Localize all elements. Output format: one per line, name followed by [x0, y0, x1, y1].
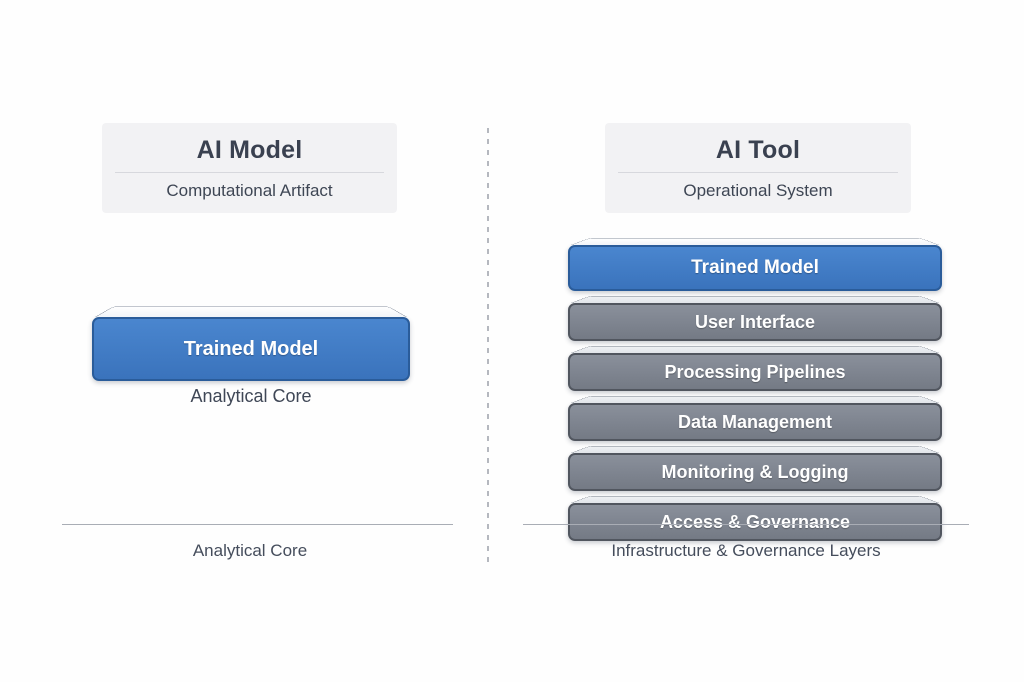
slab-top-face [571, 395, 939, 403]
ai-model-header-card: AI Model Computational Artifact [102, 123, 397, 213]
layer-processing-pipelines: Processing Pipelines [568, 342, 942, 391]
layer-trained-model: Trained Model [568, 234, 942, 291]
analytical-core-caption: Analytical Core [190, 386, 312, 406]
header-divider [115, 171, 384, 173]
left-footer-rule [62, 524, 453, 525]
slab-top-face [571, 445, 939, 453]
slab-top-face [571, 345, 939, 353]
layer-label: Data Management [568, 403, 942, 441]
ai-tool-layer-stack: Trained Model User Interface Processing … [568, 234, 942, 542]
ai-model-subtitle: Computational Artifact [166, 180, 333, 200]
ai-tool-title: AI Tool [715, 135, 801, 164]
layer-access-governance: Access & Governance [568, 492, 942, 541]
layer-label: Processing Pipelines [568, 353, 942, 391]
layer-data-management: Data Management [568, 392, 942, 441]
layer-user-interface: User Interface [568, 292, 942, 341]
vertical-dashed-divider [487, 128, 489, 566]
left-footer-label: Analytical Core [192, 541, 308, 560]
right-footer-label: Infrastructure & Governance Layers [611, 541, 881, 560]
layer-label: Trained Model [568, 245, 942, 291]
slab-top-face [571, 295, 939, 303]
layer-monitoring-logging: Monitoring & Logging [568, 442, 942, 491]
slab-top-face [95, 306, 407, 317]
slab-top-face [571, 495, 939, 503]
layer-label: Access & Governance [568, 503, 942, 541]
trained-model-slab-left: Trained Model [92, 300, 410, 381]
ai-model-title: AI Model [196, 135, 303, 164]
layer-label: User Interface [568, 303, 942, 341]
ai-tool-subtitle: Operational System [683, 180, 833, 200]
trained-model-face: Trained Model [92, 317, 410, 381]
right-footer-rule [523, 524, 969, 525]
layer-label: Monitoring & Logging [568, 453, 942, 491]
slab-top-face [571, 237, 939, 245]
header-divider [618, 171, 898, 173]
ai-tool-header-card: AI Tool Operational System [605, 123, 911, 213]
